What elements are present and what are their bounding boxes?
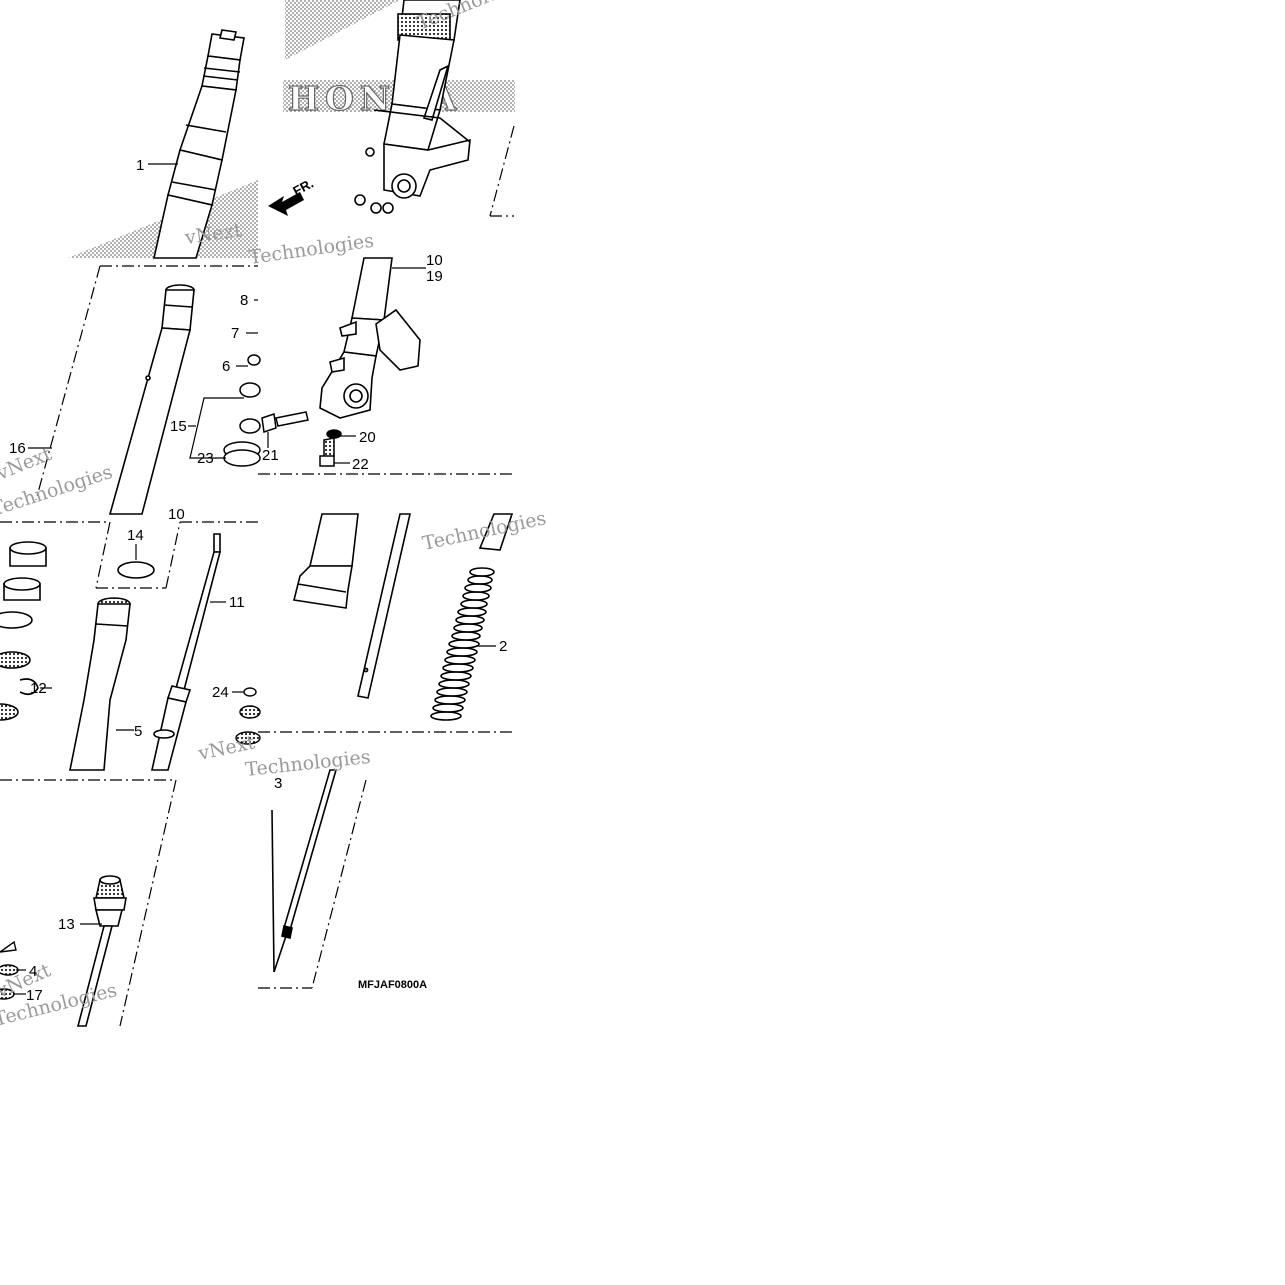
fork-assembly-drawing	[319, 257, 421, 419]
dash-frame	[0, 779, 177, 1027]
tile-fork-tube	[68, 29, 258, 259]
tile-outer-tube	[28, 265, 261, 515]
washer-20	[326, 429, 342, 439]
callout-11: 11	[229, 594, 245, 611]
callout-15: 15	[170, 418, 187, 435]
callout-10: 10	[426, 252, 443, 269]
rod-drawing	[357, 513, 412, 699]
damper-rod-11	[151, 533, 222, 771]
callout-24: 24	[212, 684, 229, 701]
callout-12: 12	[30, 680, 47, 697]
tile-fork-bottom: HONDA FR.	[268, 0, 515, 217]
callout-3: 3	[274, 775, 282, 792]
callout-13: 13	[58, 916, 75, 933]
callout-10: 10	[168, 506, 185, 523]
diagram-code: MFJAF0800A	[358, 979, 427, 991]
bolt-22	[319, 437, 335, 467]
front-label: FR.	[290, 176, 316, 199]
seal-parts-drawing	[223, 354, 261, 467]
brand-pattern-shape	[285, 0, 400, 60]
callout-20: 20	[359, 429, 376, 446]
fork-housing-drawing	[354, 0, 471, 214]
callout-19: 19	[426, 268, 443, 285]
watermark-text: Technologies	[248, 230, 376, 269]
callout-8: 8	[240, 292, 248, 309]
dash-frame	[258, 779, 367, 989]
callout-23: 23	[197, 450, 214, 467]
callout-4: 4	[29, 963, 37, 980]
fork-tube-drawing	[153, 29, 245, 259]
outer-tube-drawing	[108, 284, 195, 515]
spring-2-drawing	[430, 513, 514, 721]
tile-tool	[258, 769, 367, 989]
dash-frame	[0, 521, 258, 589]
slider-5-drawing	[69, 597, 131, 771]
callout-7: 7	[231, 325, 239, 342]
callout-1: 1	[136, 157, 144, 174]
watermark-text: Technologies	[244, 746, 371, 781]
washers-drawing	[0, 940, 19, 1000]
callout-2: 2	[499, 638, 507, 655]
front-indicator: FR.	[268, 176, 316, 216]
callout-22: 22	[352, 456, 369, 473]
tile-inner-parts	[0, 521, 261, 771]
callout-6: 6	[222, 358, 230, 375]
callout-16: 16	[9, 440, 26, 457]
callout-21: 21	[262, 447, 279, 464]
callout-17: 17	[26, 987, 43, 1004]
bolt-21	[261, 411, 309, 433]
dash-frame	[35, 265, 258, 501]
callout-5: 5	[134, 723, 142, 740]
callout-14: 14	[127, 527, 144, 544]
dash-frame	[489, 125, 515, 217]
tile-spring	[258, 513, 514, 733]
tile-fork-assembly	[258, 257, 514, 475]
tile-cap-bolt	[0, 779, 177, 1027]
circlip-14	[117, 561, 155, 579]
clip-12	[19, 678, 39, 696]
callout-labels: 1 8 7 6 15 23 16 10 19 20 21 22 10 14 11…	[9, 157, 507, 1004]
tube-drawing	[293, 513, 359, 609]
cap-bolt-13-drawing	[76, 875, 127, 1027]
front-arrow-icon	[268, 192, 304, 216]
rod-3-drawing	[271, 769, 338, 973]
bushings-drawing	[0, 541, 47, 721]
